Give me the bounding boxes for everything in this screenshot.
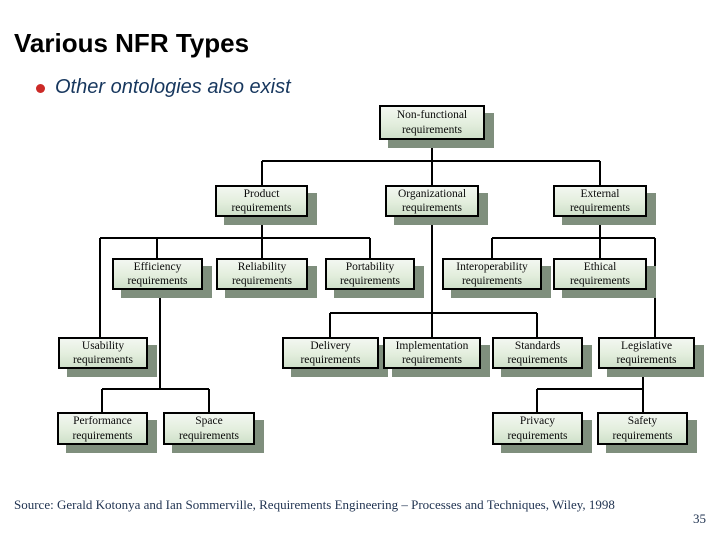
node-external-requirements: External requirements (553, 185, 647, 217)
node-implementation-requirements: Implementation requirements (383, 337, 481, 369)
connector-legislative-branch (536, 369, 644, 412)
node-usability-requirements: Usability requirements (58, 337, 148, 369)
node-ethical-requirements: Ethical requirements (553, 258, 647, 290)
node-efficiency-requirements: Efficiency requirements (112, 258, 203, 290)
source-citation: Source: Gerald Kotonya and Ian Sommervil… (14, 497, 615, 512)
node-safety-requirements: Safety requirements (597, 412, 688, 445)
node-delivery-requirements: Delivery requirements (282, 337, 379, 369)
slide-title: Various NFR Types (14, 28, 250, 58)
node-organizational-requirements: Organizational requirements (385, 185, 479, 217)
node-interoperability-requirements: Interoperability requirements (442, 258, 542, 290)
node-nonfunctional-requirements: Non-functional requirements (379, 105, 485, 140)
connector-organizational-branch (329, 217, 538, 337)
node-reliability-requirements: Reliability requirements (216, 258, 308, 290)
node-legislative-requirements: Legislative requirements (598, 337, 695, 369)
bullet-icon (36, 84, 45, 93)
connector-efficiency-branch (101, 290, 210, 412)
node-portability-requirements: Portability requirements (325, 258, 415, 290)
page-number: 35 (693, 511, 706, 526)
connector-external-branch (491, 217, 656, 337)
node-privacy-requirements: Privacy requirements (492, 412, 583, 445)
node-product-requirements: Product requirements (215, 185, 308, 217)
node-performance-requirements: Performance requirements (57, 412, 148, 445)
node-standards-requirements: Standards requirements (492, 337, 583, 369)
connector-product-branch (99, 217, 371, 337)
connector-root-branch (261, 140, 601, 185)
bullet-item: Other ontologies also exist (36, 76, 291, 99)
node-space-requirements: Space requirements (163, 412, 255, 445)
bullet-text: Other ontologies also exist (55, 76, 291, 98)
